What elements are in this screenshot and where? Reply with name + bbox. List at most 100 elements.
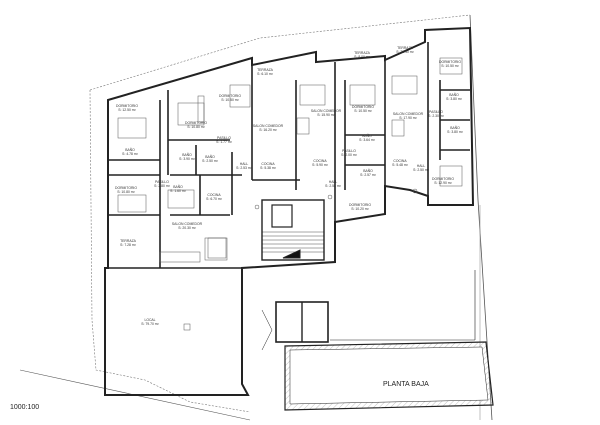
room-area: S: 10.50 m²	[221, 98, 239, 102]
room-name: HALL	[239, 162, 249, 166]
room-area: S: 2.50 m²	[202, 159, 218, 163]
room-name: BAÑO	[125, 148, 135, 152]
room-name: COCINA	[207, 193, 221, 197]
room-name: BAÑO	[205, 155, 215, 159]
site-boundary-east	[469, 14, 493, 421]
room-area: S: 12.90 m²	[434, 181, 452, 185]
room-area: S: 23.30 m²	[396, 50, 414, 54]
room-name: TERRAZA	[257, 68, 273, 72]
room-area: S: 1.77 m²	[216, 140, 232, 144]
room-name: DORMITORIO	[219, 94, 241, 98]
room-name: TERRAZA	[120, 239, 136, 243]
room-name: TERRAZA	[354, 51, 370, 55]
room-area: S: 5.38 m²	[260, 166, 276, 170]
room-area: S: 7.28 m²	[120, 243, 136, 247]
room-area: S: 3.80 m²	[447, 130, 463, 134]
site-boundary-north	[89, 14, 471, 91]
room-name: SALON COMEDOR	[310, 109, 342, 113]
room-name: BAÑO	[173, 185, 183, 189]
room-name: DORMITORIO	[352, 105, 374, 109]
room-name: HALL	[416, 164, 426, 168]
room-area: S: 10.80 m²	[187, 125, 205, 129]
room-area: S: 3.90 m²	[179, 157, 195, 161]
stair-core	[261, 199, 325, 261]
room-area: S: 4.78 m²	[122, 152, 138, 156]
room-name: COCINA	[261, 162, 275, 166]
plan-title: PLANTA BAJA	[383, 381, 429, 388]
room-name: PASILLO	[429, 110, 443, 114]
room-area: S: 15.90 m²	[317, 113, 335, 117]
room-area: S: 10.50 m²	[354, 109, 372, 113]
room-area: S: 2.57 m²	[360, 173, 376, 177]
room-area: S: 2.30 m²	[428, 114, 444, 118]
room-area: S: 3.64 m²	[359, 138, 375, 142]
room-area: S: 2.50 m²	[413, 168, 429, 172]
room-name: SALON COMEDOR	[252, 124, 284, 128]
room-area: S: 6.10 m²	[257, 72, 273, 76]
room-name: DORMITORIO	[116, 104, 138, 108]
room-area: S: 10.80 m²	[117, 190, 135, 194]
room-name: HALL	[328, 180, 338, 184]
room-name: DORMITORIO	[439, 60, 461, 64]
room-name: COCINA	[313, 159, 327, 163]
room-name: BAÑO	[362, 134, 372, 138]
room-area: S: 17.90 m²	[399, 116, 417, 120]
room-area: S: 2.80 m²	[154, 184, 170, 188]
room-area: S: 10.50 m²	[441, 64, 459, 68]
room-name: SALON COMEDOR	[171, 222, 203, 226]
room-area: S: 10.20 m²	[351, 207, 369, 211]
room-name: BAÑO	[363, 169, 373, 173]
scale-label: 1000:100	[10, 404, 40, 411]
room-area: S: 79.70 m²	[141, 322, 159, 326]
site-boundary	[89, 89, 251, 413]
room-area: S: 5.90 m²	[312, 163, 328, 167]
room-name: BAÑO	[450, 126, 460, 130]
room-name: DORMITORIO	[432, 177, 454, 181]
room-area: S: 3.80 m²	[446, 97, 462, 101]
room-name: DORMITORIO	[115, 186, 137, 190]
room-area: S: 5.48 m²	[392, 163, 408, 167]
room-name: PASILLO	[155, 180, 169, 184]
room-area: S: 20.30 m²	[178, 226, 196, 230]
room-name: PASILLO	[217, 136, 231, 140]
room-area: S: 2.58 m²	[325, 184, 341, 188]
room-area: S: 8.00 m²	[354, 55, 370, 59]
room-name: PASILLO	[342, 149, 356, 153]
room-name: TERRAZA	[397, 46, 413, 50]
room-area: S: 1.60 m²	[170, 189, 186, 193]
room-name: BAÑO	[449, 93, 459, 97]
room-name: SALON COMEDOR	[392, 112, 424, 116]
room-area: S: 2.53 m²	[236, 166, 252, 170]
